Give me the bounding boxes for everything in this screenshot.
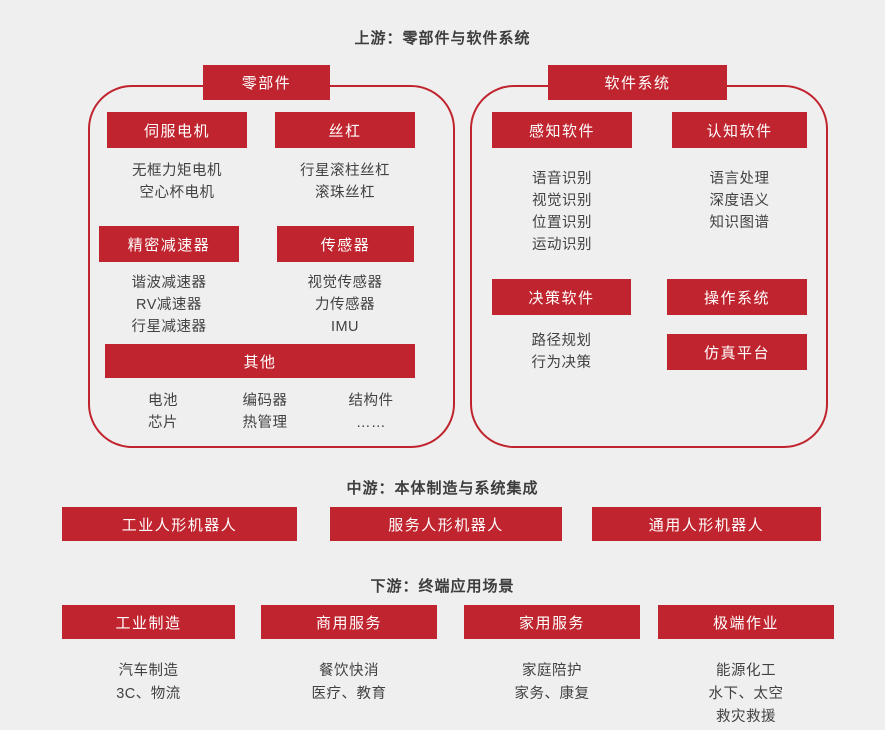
- list-item: 编码器: [242, 393, 288, 409]
- list-item: 语言处理: [709, 171, 770, 187]
- group-decision-software: 决策软件: [492, 279, 631, 315]
- list-item: ……: [356, 415, 386, 431]
- group-operating-system: 操作系统: [667, 279, 807, 315]
- list-item: 空心杯电机: [139, 185, 215, 201]
- list-item: 结构件: [348, 393, 394, 409]
- group-lead-screw: 丝杠: [275, 112, 415, 148]
- list-item: 知识图谱: [709, 215, 770, 231]
- components-header: 零部件: [203, 65, 330, 100]
- downstream-title: 下游：终端应用场景: [370, 578, 515, 595]
- software-header: 软件系统: [548, 65, 727, 100]
- list-item: 无框力矩电机: [132, 163, 222, 179]
- list-item: 救灾救援: [716, 709, 776, 725]
- group-decision-items: 路径规划 行为决策: [492, 330, 631, 374]
- industrial-manufacturing-items: 汽车制造 3C、物流: [62, 660, 235, 706]
- group-cognition-items: 语言处理 深度语义 知识图谱: [672, 168, 807, 234]
- list-item: 电池: [148, 393, 178, 409]
- list-item: 视觉传感器: [307, 275, 383, 291]
- household-service-items: 家庭陪护 家务、康复: [464, 660, 640, 706]
- bar-household-service: 家用服务: [464, 605, 640, 639]
- extreme-operations-items: 能源化工 水下、太空 救灾救援: [658, 660, 834, 729]
- list-item: 热管理: [242, 415, 288, 431]
- bar-general-humanoid: 通用人形机器人: [592, 507, 821, 541]
- list-item: 3C、物流: [116, 686, 181, 702]
- group-perception-software: 感知软件: [492, 112, 632, 148]
- group-precision-reducer-items: 谐波减速器 RV减速器 行星减速器: [99, 272, 239, 338]
- group-sensor: 传感器: [277, 226, 414, 262]
- list-item: 行为决策: [531, 355, 592, 371]
- bar-extreme-operations: 极端作业: [658, 605, 834, 639]
- list-item: 水下、太空: [708, 686, 784, 702]
- bar-commercial-service: 商用服务: [261, 605, 437, 639]
- list-item: 餐饮快消: [319, 663, 379, 679]
- group-perception-items: 语音识别 视觉识别 位置识别 运动识别: [492, 168, 632, 256]
- group-cognition-software: 认知软件: [672, 112, 807, 148]
- group-lead-screw-items: 行星滚柱丝杠 滚珠丝杠: [275, 160, 415, 204]
- list-item: 汽车制造: [118, 663, 179, 679]
- list-item: RV减速器: [136, 297, 202, 313]
- list-item: IMU: [330, 319, 360, 335]
- list-item: 运动识别: [532, 237, 592, 253]
- list-item: 家务、康复: [514, 686, 590, 702]
- list-item: 位置识别: [532, 215, 592, 231]
- list-item: 行星滚柱丝杠: [300, 163, 390, 179]
- group-servo-motor: 伺服电机: [107, 112, 247, 148]
- bar-industrial-manufacturing: 工业制造: [62, 605, 235, 639]
- list-item: 医疗、教育: [311, 686, 387, 702]
- group-other-col-1: 电池 芯片: [113, 390, 213, 434]
- bar-service-humanoid: 服务人形机器人: [330, 507, 562, 541]
- list-item: 家庭陪护: [522, 663, 582, 679]
- group-other-col-3: 结构件 ……: [321, 390, 421, 434]
- upstream-title: 上游：零部件与软件系统: [354, 30, 531, 47]
- list-item: 视觉识别: [532, 193, 592, 209]
- midstream-title: 中游：本体制造与系统集成: [346, 480, 539, 497]
- list-item: 力传感器: [315, 297, 375, 313]
- list-item: 路径规划: [531, 333, 592, 349]
- list-item: 芯片: [148, 415, 178, 431]
- list-item: 谐波减速器: [131, 275, 207, 291]
- list-item: 语音识别: [532, 171, 592, 187]
- bar-industrial-humanoid: 工业人形机器人: [62, 507, 297, 541]
- list-item: 能源化工: [716, 663, 776, 679]
- group-other-col-2: 编码器 热管理: [215, 390, 315, 434]
- group-simulation-platform: 仿真平台: [667, 334, 807, 370]
- list-item: 行星减速器: [131, 319, 207, 335]
- group-servo-motor-items: 无框力矩电机 空心杯电机: [107, 160, 247, 204]
- list-item: 滚珠丝杠: [315, 185, 375, 201]
- group-sensor-items: 视觉传感器 力传感器 IMU: [275, 272, 415, 338]
- group-other: 其他: [105, 344, 415, 378]
- commercial-service-items: 餐饮快消 医疗、教育: [261, 660, 437, 706]
- group-precision-reducer: 精密减速器: [99, 226, 239, 262]
- list-item: 深度语义: [709, 193, 770, 209]
